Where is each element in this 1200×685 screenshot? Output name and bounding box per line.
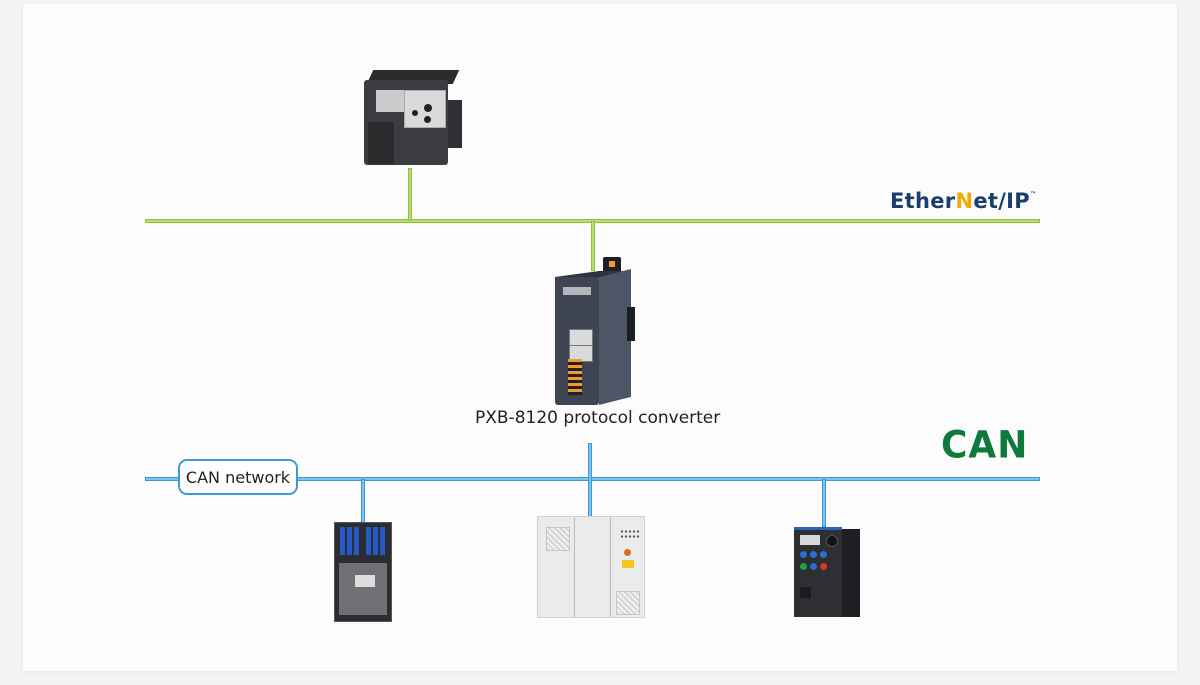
can-bus-line [145, 477, 1040, 481]
frequency-inverter-device-icon [794, 527, 860, 617]
can-logo: CAN [941, 423, 1029, 468]
power-cabinet-device-icon [537, 516, 645, 618]
plc-ethernet-link [408, 168, 412, 221]
converter-can-link [588, 443, 592, 521]
ethernet-ip-logo-part: Ether [890, 189, 956, 213]
ethernet-ip-logo-accent: N [955, 189, 974, 213]
trademark-mark: ™ [1029, 191, 1037, 198]
ethernet-ip-logo-part: et/IP [973, 189, 1030, 213]
can-network-label: CAN network [178, 459, 298, 495]
plc-device-icon [364, 70, 462, 165]
control-cabinet-device-icon [334, 522, 392, 622]
converter-label: PXB-8120 protocol converter [475, 408, 721, 428]
protocol-converter-device-icon [555, 257, 635, 405]
control-cabinet-can-link [361, 479, 365, 523]
vfd-can-link [822, 479, 826, 527]
converter-ethernet-link [591, 221, 595, 271]
ethernet-ip-logo: EtherNet/IP™ [890, 189, 1036, 213]
